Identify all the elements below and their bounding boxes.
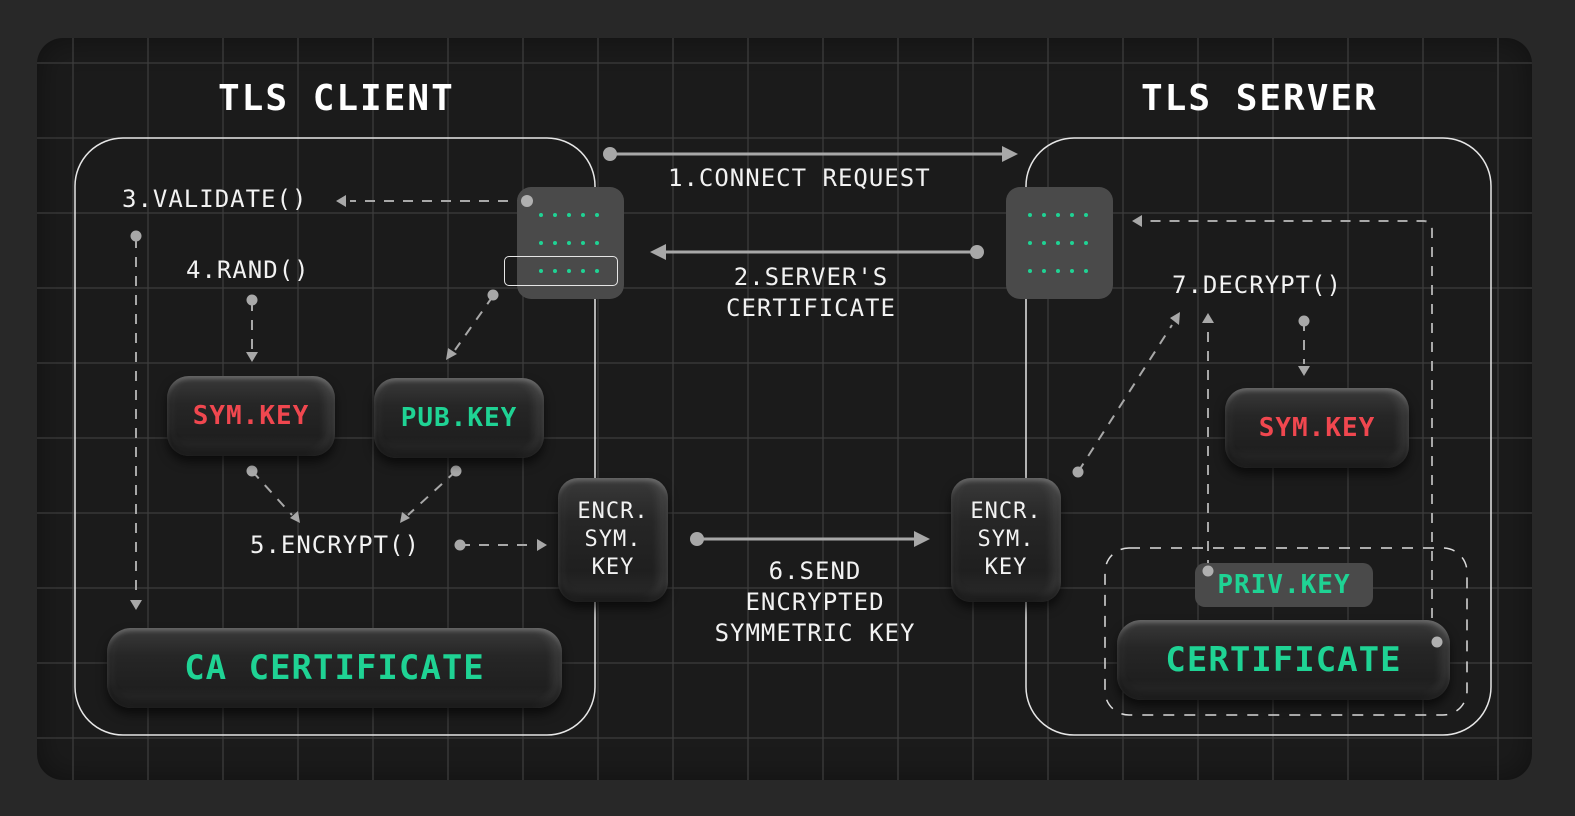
step-send-line1: 6.SEND	[768, 557, 862, 585]
step-server-certificate-line1: 2.SERVER'S	[733, 263, 889, 291]
send-encrypted-key-arrow	[690, 531, 930, 547]
step-server-certificate-line2: CERTIFICATE	[726, 294, 896, 322]
client-encr-line3: KEY	[591, 555, 635, 580]
rack-row	[1028, 213, 1088, 217]
pubkey-to-encrypt-line	[407, 470, 457, 516]
server-encr-line2: SYM.	[977, 527, 1035, 552]
connect-request-arrow	[603, 146, 1018, 162]
client-encr-line1: ENCR.	[577, 499, 649, 524]
server-sym-key: SYM.KEY	[1225, 388, 1409, 468]
client-server-rack-icon	[504, 187, 624, 299]
step-send-encrypted-key: 6.SEND ENCRYPTED SYMMETRIC KEY	[695, 556, 935, 649]
ca-certificate: CA CERTIFICATE	[107, 628, 562, 708]
rack-row	[1028, 269, 1088, 273]
server-encr-line1: ENCR.	[970, 499, 1042, 524]
server-container	[1025, 137, 1492, 736]
client-sym-key: SYM.KEY	[167, 376, 335, 456]
step-decrypt: 7.DECRYPT()	[1172, 271, 1342, 299]
rack-row	[1028, 241, 1088, 245]
step-rand: 4.RAND()	[186, 256, 310, 284]
step-connect-request: 1.CONNECT REQUEST	[668, 164, 931, 192]
certificate-highlight	[504, 256, 618, 286]
client-pub-key: PUB.KEY	[374, 378, 544, 458]
client-title: TLS CLIENT	[218, 78, 455, 119]
certificate-to-server-line	[1145, 220, 1433, 637]
step-server-certificate: 2.SERVER'S CERTIFICATE	[706, 262, 916, 324]
server-certificate-group	[1104, 547, 1468, 716]
encrkey-to-decrypt-line	[1077, 324, 1173, 473]
step-send-line2: ENCRYPTED	[745, 588, 885, 616]
client-encr-line2: SYM.	[584, 527, 642, 552]
client-container	[74, 137, 596, 736]
symkey-to-encrypt-line	[251, 470, 293, 516]
client-encrypted-sym-key: ENCR. SYM. KEY	[558, 478, 668, 602]
server-title: TLS SERVER	[1141, 78, 1378, 119]
priv-key: PRIV.KEY	[1195, 563, 1373, 607]
server-encrypted-sym-key: ENCR. SYM. KEY	[951, 478, 1061, 602]
server-rack-icon	[1006, 187, 1113, 299]
step-validate: 3.VALIDATE()	[122, 185, 308, 213]
server-certificate: CERTIFICATE	[1117, 620, 1450, 700]
cert-to-pubkey-line	[454, 295, 494, 351]
step-encrypt: 5.ENCRYPT()	[250, 531, 420, 559]
rack-row	[539, 213, 599, 217]
server-certificate-arrow	[650, 244, 984, 260]
step-send-line3: SYMMETRIC KEY	[714, 619, 916, 647]
rack-row	[539, 241, 599, 245]
server-encr-line3: KEY	[984, 555, 1028, 580]
rack-row	[539, 269, 599, 273]
